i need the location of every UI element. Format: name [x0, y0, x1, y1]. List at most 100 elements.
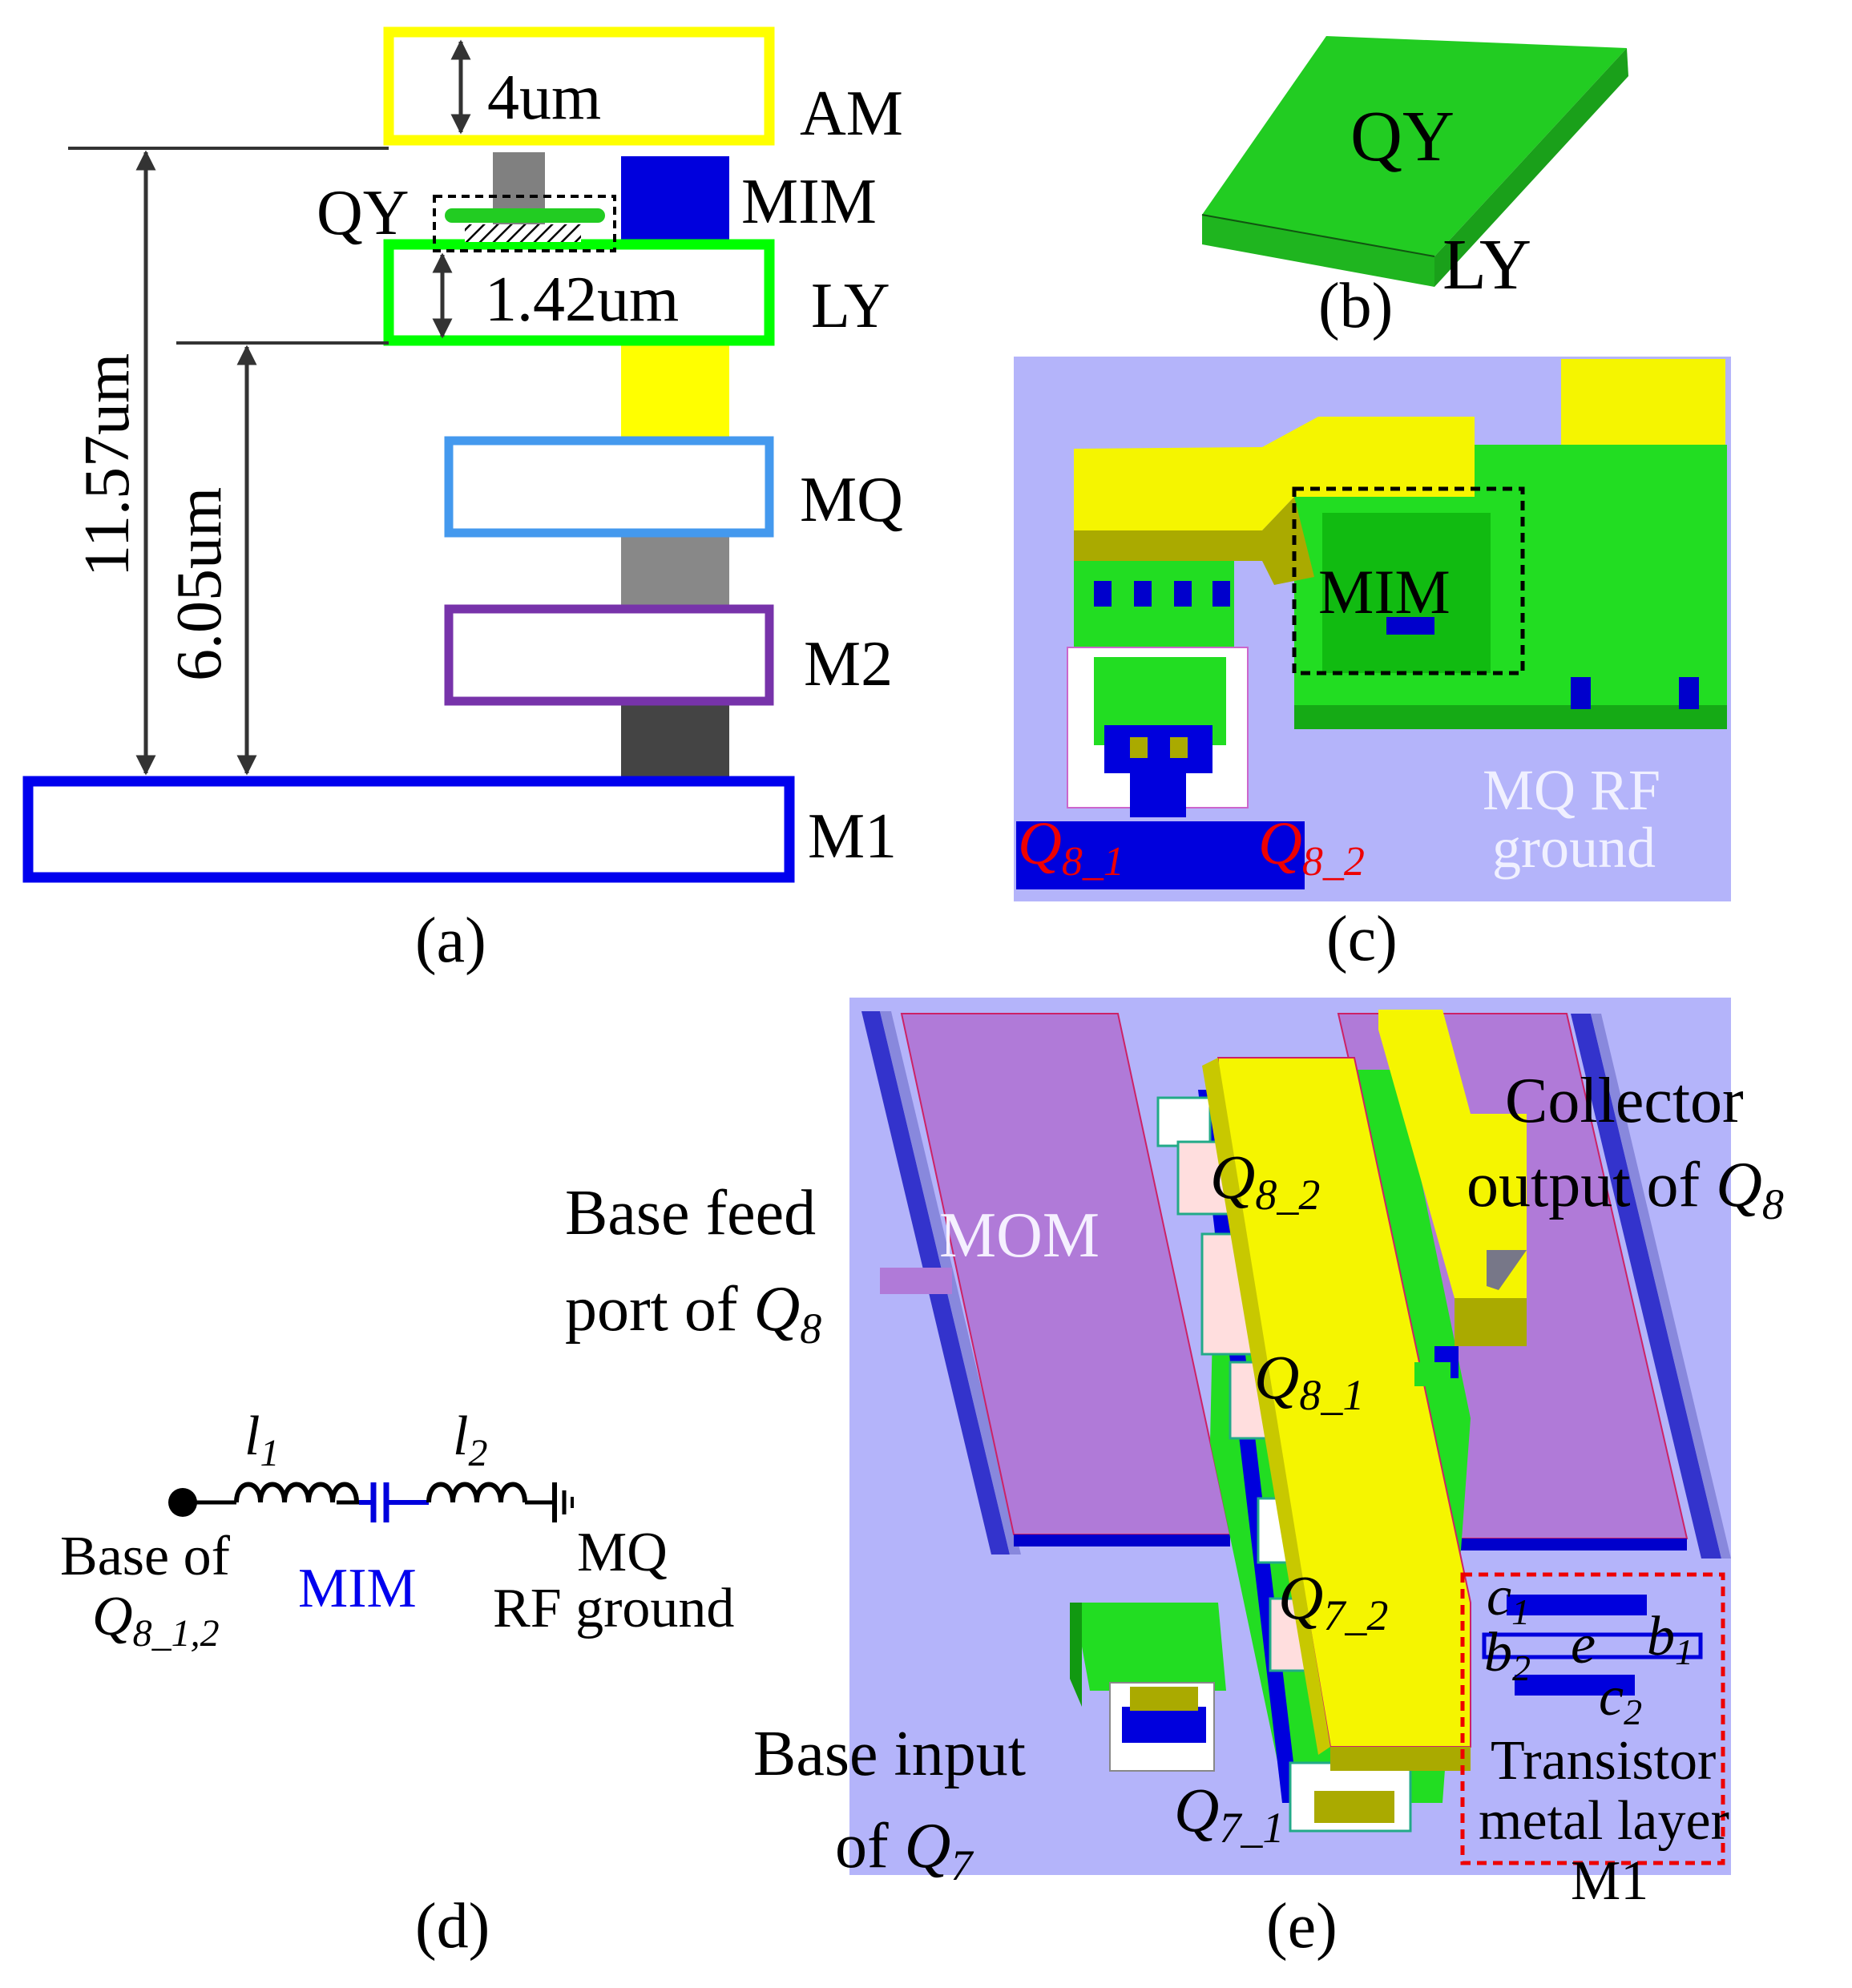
e-legend-b-bar	[1482, 1632, 1703, 1659]
caption-c: (c)	[1326, 904, 1398, 974]
dim-label-ly-height: 6.05um	[164, 487, 235, 681]
c-contact-5	[1571, 677, 1591, 709]
c-blue-bar	[1016, 821, 1305, 889]
dim-label-total: 11.57um	[72, 353, 143, 577]
layer-am	[383, 26, 775, 146]
e-collector-line1: Collector	[1505, 1066, 1744, 1136]
c-ground-line1: MQ RF	[1483, 758, 1660, 822]
c-yellow-strap-side	[1074, 497, 1314, 585]
c-mim-plate	[1322, 513, 1491, 673]
e-transistor-line1: Transistor	[1491, 1730, 1716, 1792]
c-ground-line2: ground	[1492, 816, 1656, 880]
label-qy-top: QY	[1350, 97, 1455, 176]
panel-d: l1 l2 Base of Q8_1,2 MIM MQ RF ground (d…	[60, 1405, 734, 1962]
e-feed-tab	[880, 1268, 952, 1294]
c-contact-7	[1130, 737, 1148, 758]
qy-slab-top	[1202, 36, 1627, 256]
c-mim-label: MIM	[1318, 557, 1451, 627]
e-legend-c1-bar	[1507, 1595, 1647, 1615]
qy-slab-side-right	[1434, 48, 1628, 287]
d-l2-label: l2	[453, 1405, 487, 1474]
via-gray-low	[621, 701, 729, 777]
panel-e: MOM Collector output of Q8 Base feed por…	[565, 998, 1784, 1962]
c-mim-contact	[1386, 617, 1434, 635]
e-mom-left-edge	[1014, 1534, 1230, 1546]
caption-d: (d)	[415, 1891, 490, 1962]
e-legend-c2-bar	[1515, 1675, 1635, 1696]
layer-m2	[444, 604, 774, 706]
qy-slab-side-front	[1202, 215, 1434, 287]
dim-label-am: 4um	[487, 63, 601, 133]
c-contact-3	[1174, 581, 1192, 607]
e-cell-1	[1156, 1096, 1212, 1147]
label-qy: QY	[317, 178, 410, 248]
label-mq: MQ	[800, 465, 903, 535]
layer-mq	[444, 436, 774, 538]
c-yellow-strap	[1074, 417, 1475, 530]
e-feed-line1: Base feed	[565, 1178, 816, 1248]
d-ground-line1: MQ	[577, 1522, 668, 1583]
e-c2-label: c2	[1599, 1666, 1642, 1732]
c-blue-stem	[1130, 773, 1186, 817]
layer-ly	[383, 239, 775, 346]
caption-e: (e)	[1266, 1891, 1338, 1962]
c-mim-dashed-box	[1292, 486, 1525, 675]
e-input-line2: of Q7	[835, 1811, 974, 1889]
qy-dashed-box	[433, 195, 616, 252]
label-ly: LY	[811, 271, 890, 341]
e-mom-right-edge	[1459, 1538, 1687, 1550]
e-q72-label: Q7_2	[1278, 1563, 1388, 1639]
label-ly-bottom: LY	[1442, 225, 1531, 304]
e-q71-label: Q7_1	[1174, 1775, 1284, 1852]
e-transistor-line3: M1	[1571, 1850, 1648, 1912]
panel-a: 4um 1.42um 11.57um 6.05um AM MIM QY LY M…	[22, 26, 903, 976]
caption-b: (b)	[1318, 271, 1393, 341]
c-q81-label: Q8_1	[1018, 810, 1124, 885]
via-gray-mid	[621, 537, 729, 609]
e-yellow-strip-side	[1202, 1058, 1330, 1755]
e-c1-label: c1	[1487, 1566, 1530, 1632]
label-mim: MIM	[741, 167, 877, 237]
e-green-pad-side	[1070, 1603, 1082, 1707]
e-yellow-strip-bottom	[1330, 1747, 1471, 1771]
layer-m1	[22, 776, 795, 883]
e-rail-right	[1571, 1014, 1721, 1559]
ly-edge	[1201, 214, 1435, 257]
e-q82-label: Q8_2	[1210, 1142, 1320, 1219]
e-contact-bottom	[1314, 1791, 1394, 1823]
c-contact-2	[1134, 581, 1152, 607]
label-m2: M2	[804, 629, 893, 700]
qy-strip	[445, 208, 605, 223]
qy-hatch	[465, 224, 581, 242]
d-ground-line2: RF ground	[493, 1578, 734, 1639]
panel-c: MIM Q8_1 Q8_2 MQ RF ground (c)	[1014, 357, 1731, 974]
e-collector-block-side	[1455, 1298, 1527, 1346]
e-mom-label: MOM	[939, 1200, 1099, 1271]
e-blue-contact-2	[1414, 1362, 1451, 1386]
e-b2-label: b2	[1484, 1622, 1531, 1688]
panel-b: QY LY (b)	[1201, 36, 1628, 341]
d-base-of: Base of	[60, 1526, 231, 1587]
caption-a: (a)	[415, 905, 486, 976]
d-inductor-l2	[426, 1482, 527, 1503]
label-m1: M1	[808, 801, 897, 872]
d-mim-label: MIM	[298, 1558, 417, 1619]
c-contact-6	[1679, 677, 1699, 709]
e-input-line1: Base input	[753, 1719, 1026, 1789]
c-blue-contact	[1104, 725, 1212, 773]
d-inductor-l1	[234, 1482, 359, 1503]
e-green-pad	[1074, 1603, 1226, 1691]
e-transistor-line2: metal layer	[1479, 1790, 1729, 1852]
c-contact-4	[1212, 581, 1230, 607]
mim-block	[621, 156, 729, 244]
e-rail-right-light	[1591, 1014, 1731, 1559]
e-e-label: e	[1571, 1614, 1596, 1675]
e-pad-blue	[1122, 1707, 1206, 1743]
via-yellow	[621, 345, 729, 441]
e-q81-label: Q8_1	[1254, 1342, 1364, 1419]
e-pad-yellow	[1130, 1687, 1198, 1711]
d-q-base: Q8_1,2	[92, 1586, 220, 1655]
e-b1-label: b1	[1647, 1606, 1693, 1672]
e-feed-line2: port of Q8	[565, 1274, 821, 1353]
